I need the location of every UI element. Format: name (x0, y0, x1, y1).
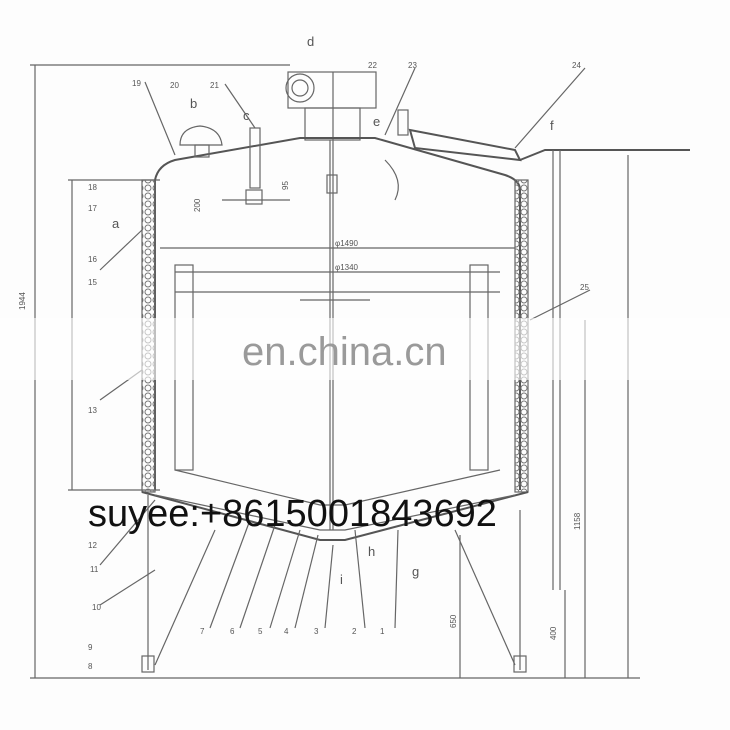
label-n4: 4 (284, 627, 289, 636)
label-n18: 18 (88, 183, 97, 192)
label-n9: 9 (88, 643, 93, 652)
legs (30, 155, 640, 679)
label-a: a (112, 216, 120, 231)
watermark-contact: suyee:+8615001843692 (88, 493, 497, 535)
label-n6: 6 (230, 627, 235, 636)
label-e: e (373, 114, 380, 129)
label-overall_height: 1944 (18, 292, 27, 310)
label-f: f (550, 118, 554, 133)
label-n13: 13 (88, 406, 97, 415)
label-n2: 2 (352, 627, 357, 636)
label-i: i (340, 572, 343, 587)
label-h: h (368, 544, 375, 559)
label-top_offset: 200 (193, 198, 202, 212)
label-n10: 10 (92, 603, 101, 612)
watermark-site: en.china.cn (242, 330, 447, 374)
part-labels: d 22 23 24 f 19 20 b 21 c e 18 17 a 16 1… (88, 34, 589, 671)
label-n5: 5 (258, 627, 263, 636)
label-n17: 17 (88, 204, 97, 213)
label-n11: 11 (90, 565, 99, 574)
label-n1: 1 (380, 627, 385, 636)
label-c: c (243, 108, 250, 123)
label-n20: 20 (170, 81, 179, 90)
label-outlet_height: 400 (549, 626, 558, 640)
label-n12: 12 (88, 541, 97, 550)
label-neck: 95 (281, 181, 290, 190)
label-d: d (307, 34, 314, 49)
label-inner_dia: φ1490 (335, 239, 359, 248)
label-g: g (412, 564, 419, 579)
label-pipe_height: 1158 (573, 512, 582, 530)
label-n19: 19 (132, 79, 141, 88)
agitator-motor (285, 71, 377, 530)
label-frame_dia: φ1340 (335, 263, 359, 272)
leader-lines (99, 67, 591, 629)
label-n25: 25 (580, 283, 589, 292)
label-leg_height: 650 (449, 614, 458, 628)
label-n15: 15 (88, 278, 97, 287)
label-n24: 24 (572, 61, 581, 70)
label-n16: 16 (88, 255, 97, 264)
label-n21: 21 (210, 81, 219, 90)
label-n23: 23 (408, 61, 417, 70)
label-n7: 7 (200, 627, 205, 636)
label-n8: 8 (88, 662, 93, 671)
label-n3: 3 (314, 627, 319, 636)
watermark-band (0, 318, 730, 380)
dimension-labels: 200 95 φ1490 φ1340 650 400 1158 (193, 181, 582, 640)
label-b: b (190, 96, 197, 111)
label-n22: 22 (368, 61, 377, 70)
